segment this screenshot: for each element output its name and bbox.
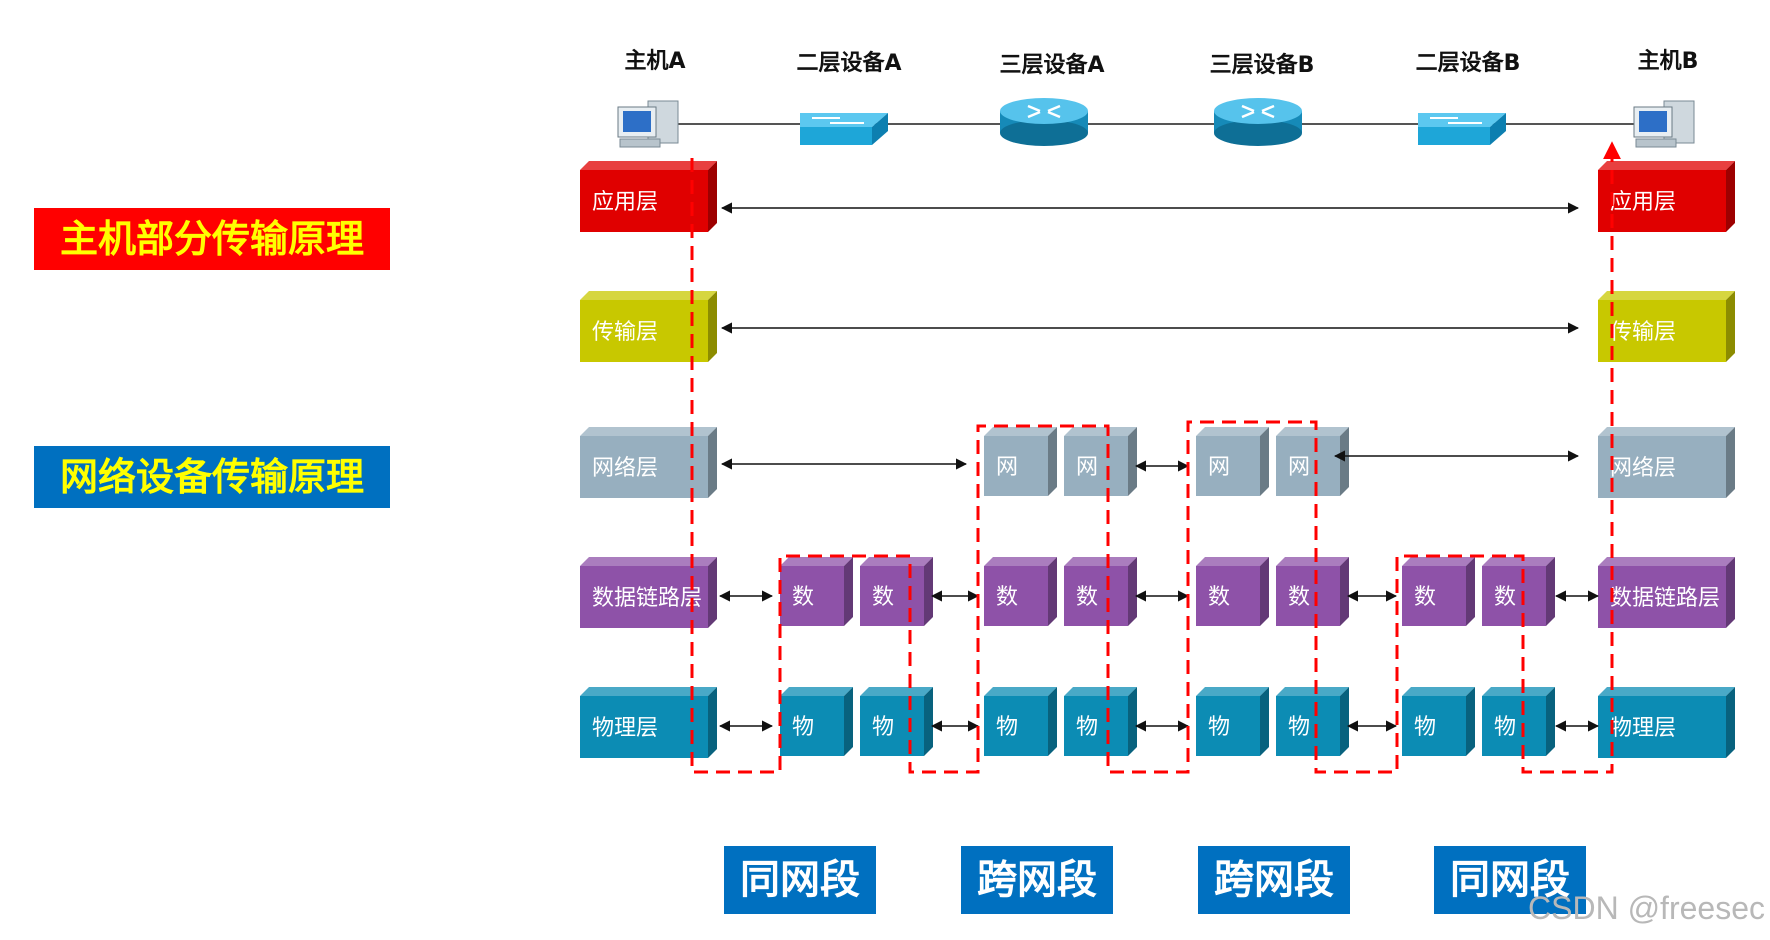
device-5-datalink-block: 数 [1196,557,1269,626]
device-5-network-block-label: 网 [1208,455,1230,480]
host-b-network-block: 网络层 [1598,427,1735,498]
device-2-datalink-block: 数 [860,557,933,626]
data-path-line [690,141,1621,774]
switch-icon [800,113,888,145]
switch-icon [1418,113,1506,145]
segment-label-cross-2: 跨网段 [1198,846,1350,914]
device-label-host-a: 主机A [624,49,685,74]
device-5-physical-block-label: 物 [1208,715,1230,740]
segment-label-cross-1: 跨网段 [961,846,1113,914]
watermark: CSDN @freesec [1528,890,1765,926]
host-a-application-block-label: 应用层 [592,190,658,215]
device-4-physical-block: 物 [1064,687,1137,756]
device-6-physical-block-label: 物 [1288,715,1310,740]
pc-icon [1633,100,1695,148]
host-b-transport-block-label: 传输层 [1610,320,1676,345]
host-b-application-block-label: 应用层 [1610,190,1676,215]
device-3-network-block-label: 网 [996,455,1018,480]
device-3-datalink-block: 数 [984,557,1057,626]
host-a-application-block: 应用层 [580,161,717,232]
host-principle-label: 主机部分传输原理 [34,208,390,270]
device-5-datalink-block-label: 数 [1208,585,1230,610]
device-3-datalink-block-label: 数 [996,585,1018,610]
device-labels: 主机A 二层设备A 三层设备A 三层设备B 二层设备B 主机B [624,49,1698,78]
host-a-datalink-block: 数据链路层 [580,557,717,628]
device-7-datalink-block-label: 数 [1414,585,1436,610]
host-a-datalink-block-label: 数据链路层 [592,586,702,611]
host-b-datalink-block: 数据链路层 [1598,557,1735,628]
device-1-physical-block-label: 物 [792,715,814,740]
device-1-physical-block: 物 [780,687,853,756]
host-b-network-block-label: 网络层 [1610,456,1676,481]
device-4-network-block: 网 [1064,427,1137,496]
device-1-datalink-block-label: 数 [792,585,814,610]
device-6-physical-block: 物 [1276,687,1349,756]
device-2-datalink-block-label: 数 [872,585,894,610]
link-arrows [718,460,1600,732]
device-4-datalink-block: 数 [1064,557,1137,626]
device-4-physical-block-label: 物 [1076,715,1098,740]
device-4-datalink-block-label: 数 [1076,585,1098,610]
device-label-l2-b: 二层设备B [1416,50,1521,76]
device-2-physical-block-label: 物 [872,715,894,740]
host-b-application-block: 应用层 [1598,161,1735,232]
device-4-network-block-label: 网 [1076,455,1098,480]
device-1-datalink-block: 数 [780,557,853,626]
device-3-physical-block-label: 物 [996,715,1018,740]
device-2-physical-block: 物 [860,687,933,756]
host-a-network-block: 网络层 [580,427,717,498]
host-a-transport-block-label: 传输层 [592,320,658,345]
host-b-transport-block: 传输层 [1598,291,1735,362]
device-8-physical-block: 物 [1482,687,1555,756]
router-icon [1214,98,1302,146]
router-icon [1000,98,1088,146]
host-a-transport-block: 传输层 [580,291,717,362]
pc-icon [617,100,679,148]
device-6-datalink-block: 数 [1276,557,1349,626]
device-7-datalink-block: 数 [1402,557,1475,626]
host-b-datalink-block-label: 数据链路层 [1610,586,1720,611]
device-5-physical-block: 物 [1196,687,1269,756]
host-a-network-block-label: 网络层 [592,456,658,481]
device-3-physical-block: 物 [984,687,1057,756]
host-a-physical-block-label: 物理层 [592,716,658,741]
device-8-datalink-block: 数 [1482,557,1555,626]
device-7-physical-block-label: 物 [1414,715,1436,740]
network-device-principle-label: 网络设备传输原理 [34,446,390,508]
device-label-l3-a: 三层设备A [999,52,1104,78]
device-6-datalink-block-label: 数 [1288,585,1310,610]
device-7-physical-block: 物 [1402,687,1475,756]
segment-label-same-1: 同网段 [724,846,876,914]
device-3-network-block: 网 [984,427,1057,496]
device-6-network-block: 网 [1276,427,1349,496]
device-6-network-block-label: 网 [1288,455,1310,480]
host-b-physical-block-label: 物理层 [1610,716,1676,741]
device-8-datalink-block-label: 数 [1494,585,1516,610]
device-label-l2-a: 二层设备A [796,50,901,76]
device-label-host-b: 主机B [1638,49,1699,74]
data-path [690,141,1621,774]
device-8-physical-block-label: 物 [1494,715,1516,740]
peer-arrows [720,202,1580,470]
host-b-physical-block: 物理层 [1598,687,1735,758]
device-label-l3-b: 三层设备B [1210,52,1315,78]
device-5-network-block: 网 [1196,427,1269,496]
segment-label-same-2: 同网段 [1434,846,1586,914]
host-a-physical-block: 物理层 [580,687,717,758]
